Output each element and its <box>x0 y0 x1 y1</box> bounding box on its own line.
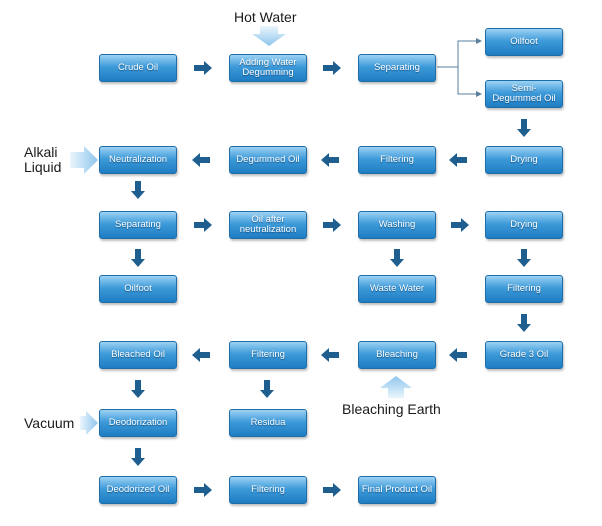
branch-connector <box>437 38 482 97</box>
oilfoot-box-1: Oilfoot <box>485 28 563 56</box>
arrow-bleaching-to-filtering <box>321 348 339 362</box>
arrow-filtering-to-bleached <box>192 348 210 362</box>
crude-oil-box: Crude Oil <box>99 54 177 82</box>
filtering-box-3: Filtering <box>229 341 307 369</box>
arrow-drying-to-filtering <box>449 153 467 167</box>
drying-box-1: Drying <box>485 146 563 174</box>
arrow-neutralization-to-separating <box>131 181 145 199</box>
filtering-box-2: Filtering <box>485 275 563 303</box>
separating-box-1: Separating <box>358 54 436 82</box>
grade-3-oil-box: Grade 3 Oil <box>485 341 563 369</box>
semi-degummed-oil-box: Semi-Degummed Oil <box>485 80 563 108</box>
filtering-box-4: Filtering <box>229 476 307 504</box>
arrow-filtering-to-final <box>323 483 341 497</box>
arrow-oil-after-to-washing <box>323 218 341 232</box>
residua-box: Residua <box>229 409 307 437</box>
arrow-grade3-to-bleaching <box>449 348 467 362</box>
oil-after-neutralization-box: Oil after neutralization <box>229 211 307 239</box>
arrow-deodorization-to-deodorized <box>131 448 145 466</box>
deodorized-oil-box: Deodorized Oil <box>99 476 177 504</box>
bleached-oil-box: Bleached Oil <box>99 341 177 369</box>
arrow-separating-to-oil-after <box>194 218 212 232</box>
arrow-deodorized-to-filtering <box>194 483 212 497</box>
adding-water-degumming-box: Adding Water Degumming <box>229 54 307 82</box>
neutralization-box: Neutralization <box>99 146 177 174</box>
waste-water-box: Waste Water <box>358 275 436 303</box>
arrow-filtering-to-residua <box>260 380 274 398</box>
oilfoot-box-2: Oilfoot <box>99 275 177 303</box>
degummed-oil-box: Degummed Oil <box>229 146 307 174</box>
alkali-liquid-label: Alkali Liquid <box>24 144 62 175</box>
arrow-semi-to-drying <box>517 119 531 137</box>
arrow-washing-to-drying <box>451 218 469 232</box>
arrow-degummed-to-neutralization <box>192 153 210 167</box>
arrow-filtering-to-grade3 <box>517 314 531 332</box>
drying-box-2: Drying <box>485 211 563 239</box>
vacuum-input-arrow <box>80 411 98 435</box>
arrow-bleached-to-deodorization <box>131 380 145 398</box>
deodorization-box: Deodorization <box>99 409 177 437</box>
filtering-box-1: Filtering <box>358 146 436 174</box>
arrow-crude-to-adding <box>194 61 212 75</box>
arrow-adding-to-separating <box>323 61 341 75</box>
separating-box-2: Separating <box>99 211 177 239</box>
bleaching-earth-input-arrow <box>380 376 412 398</box>
arrow-filtering-to-degummed <box>321 153 339 167</box>
final-product-oil-box: Final Product Oil <box>358 476 436 504</box>
hot-water-label: Hot Water <box>234 9 297 25</box>
arrow-washing-to-waste-water <box>390 249 404 267</box>
bleaching-earth-label: Bleaching Earth <box>342 401 441 417</box>
alkali-liquid-input-arrow <box>70 146 98 174</box>
arrow-drying-to-filtering-2 <box>517 249 531 267</box>
hot-water-input-arrow <box>252 26 286 46</box>
vacuum-label: Vacuum <box>24 415 75 431</box>
washing-box: Washing <box>358 211 436 239</box>
bleaching-box: Bleaching <box>358 341 436 369</box>
arrow-separating-to-oilfoot <box>131 249 145 267</box>
